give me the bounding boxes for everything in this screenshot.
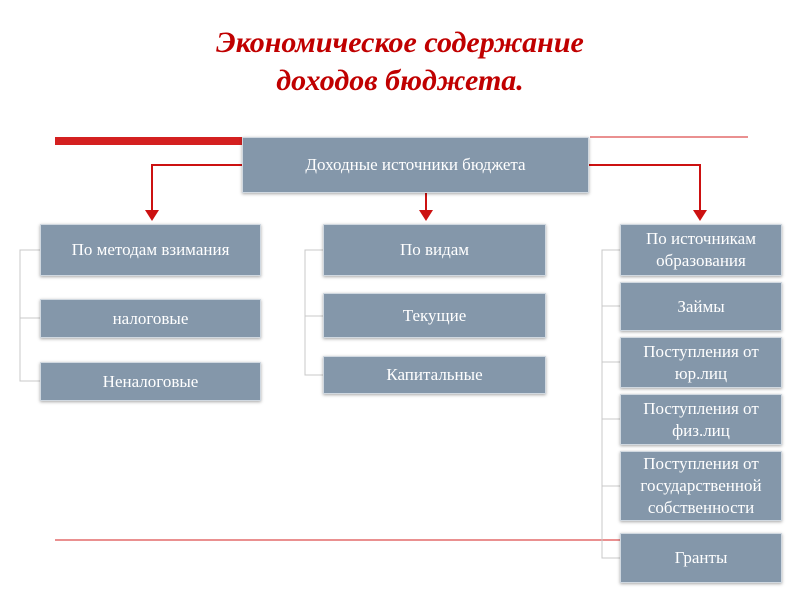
left-bracket [19, 249, 40, 382]
page-title: Экономическое содержание доходов бюджета… [0, 24, 800, 100]
arrow-heads [145, 210, 707, 221]
root-arrows [151, 164, 701, 212]
left-item-box: Неналоговые [40, 362, 261, 401]
arrowhead-left [145, 210, 159, 221]
top-thick-rule [55, 137, 243, 145]
right-item-box: Поступления от государственной собственн… [620, 451, 782, 521]
title-line-2: доходов бюджета. [276, 64, 524, 97]
title-line-1: Экономическое содержание [216, 26, 584, 59]
right-item-box: Займы [620, 282, 782, 331]
right-header-box: По источникам образования [620, 224, 782, 276]
right-bracket [601, 249, 620, 559]
middle-item-box: Капитальные [323, 356, 546, 394]
middle-bracket [304, 249, 323, 376]
right-item-box: Гранты [620, 533, 782, 583]
arrowhead-right [693, 210, 707, 221]
left-header-box: По методам взимания [40, 224, 261, 276]
arrowhead-middle [419, 210, 433, 221]
right-item-box: Поступления от физ.лиц [620, 394, 782, 445]
arrow-right [589, 164, 701, 212]
root-box: Доходные источники бюджета [242, 137, 589, 193]
middle-item-box: Текущие [323, 293, 546, 338]
right-item-box: Поступления от юр.лиц [620, 337, 782, 388]
left-item-box: налоговые [40, 299, 261, 338]
middle-header-box: По видам [323, 224, 546, 276]
arrow-left [151, 164, 242, 212]
